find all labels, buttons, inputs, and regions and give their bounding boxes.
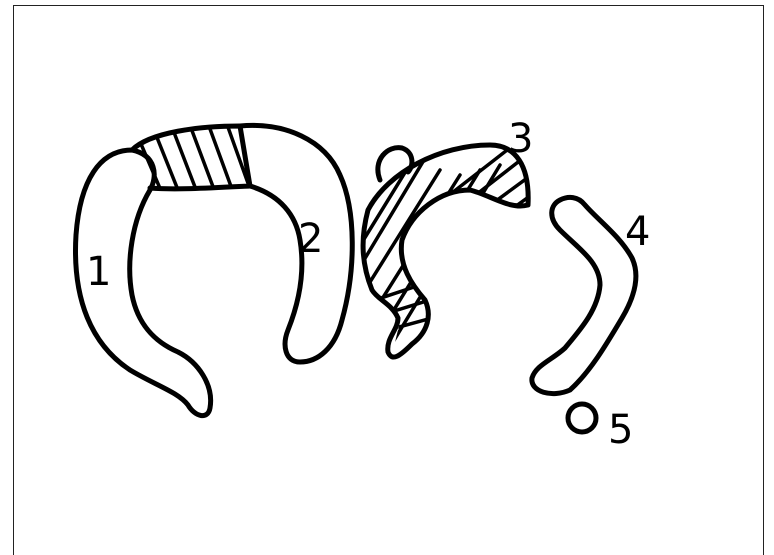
fragment-3-hatching [340, 140, 545, 380]
label-1: 1 [86, 249, 111, 295]
label-5: 5 [608, 407, 633, 453]
fragment-2-outline [240, 125, 352, 362]
fragment-5-ring [568, 404, 596, 432]
label-4: 4 [625, 209, 650, 255]
label-2: 2 [298, 216, 323, 262]
label-3: 3 [508, 116, 533, 162]
fragment-4-outline [532, 197, 636, 393]
